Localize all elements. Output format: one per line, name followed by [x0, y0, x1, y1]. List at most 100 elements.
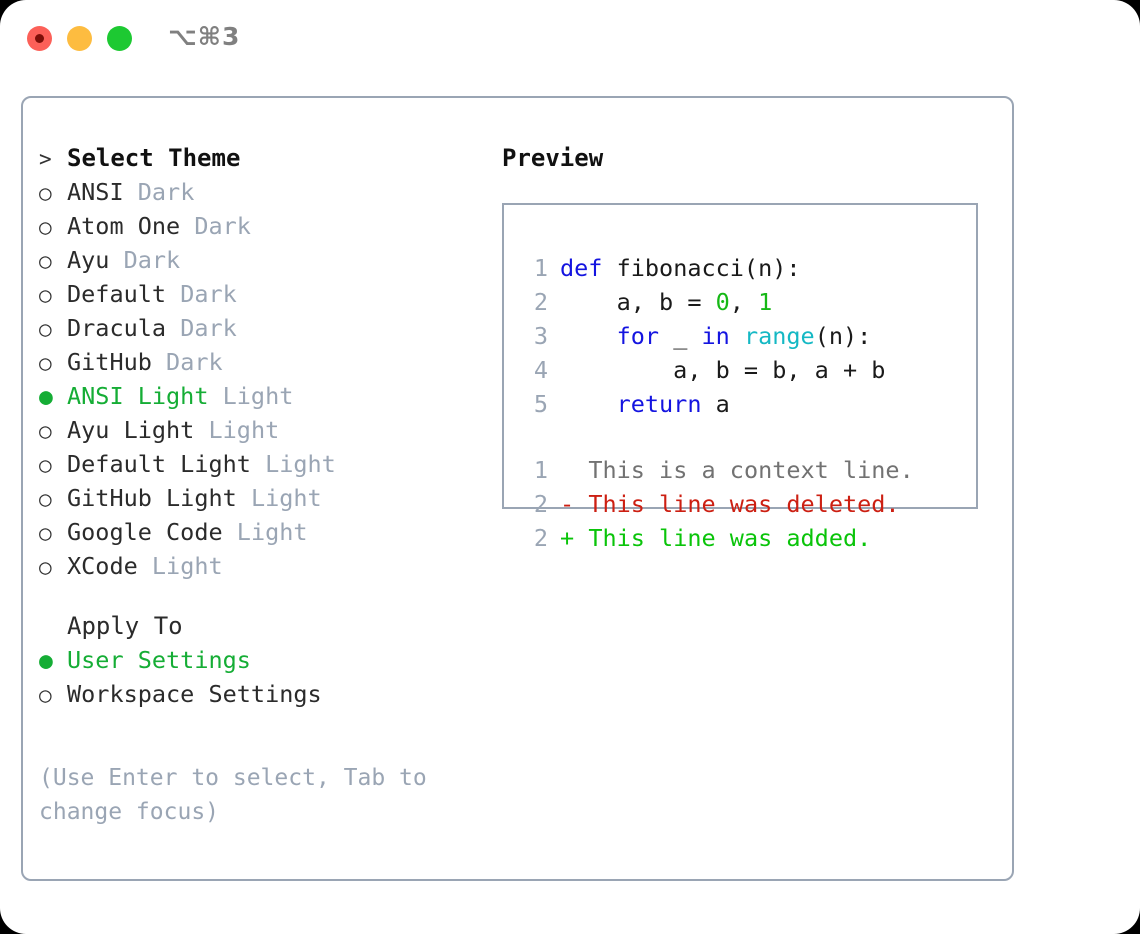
theme-name: Atom One — [67, 212, 181, 240]
code-line: 3 for _ in range(n): — [522, 319, 885, 353]
preview-box: 1 def fibonacci(n): 2 a, b = 0, 1 3 for _ i… — [502, 203, 978, 552]
theme-kind-badge: Dark — [194, 212, 251, 240]
page-title: Select Theme — [67, 144, 241, 172]
theme-kind-badge: Dark — [180, 314, 237, 342]
code-token: a, b = b, a + b — [560, 356, 886, 384]
theme-name: Dracula — [67, 314, 167, 342]
theme-list: ○ANSI Dark○Atom One Dark○Ayu Dark○Defaul… — [39, 175, 479, 583]
spacer — [166, 277, 180, 311]
theme-kind-badge: Light — [151, 552, 223, 580]
spacer — [138, 549, 152, 583]
theme-name: XCode — [67, 552, 138, 580]
radio-unselected-icon[interactable]: ○ — [39, 487, 52, 511]
spacer — [223, 515, 237, 549]
radio-unselected-icon[interactable]: ○ — [39, 283, 52, 307]
theme-list-item[interactable]: ○GitHub Light Light — [39, 481, 479, 515]
diff-line: 2- This line was deleted. — [522, 487, 914, 521]
theme-kind-badge: Light — [265, 450, 336, 478]
theme-name: GitHub Light — [67, 484, 237, 512]
code-token: for — [616, 322, 660, 350]
keyboard-hint-text: (Use Enter to select, Tab to change focu… — [39, 765, 427, 825]
code-token: 1 — [758, 288, 773, 316]
window-close-button[interactable] — [27, 26, 52, 51]
window-maximize-button[interactable] — [107, 26, 132, 51]
spacer — [124, 175, 138, 209]
diff-text: This line was added. — [588, 524, 872, 552]
code-token — [730, 322, 744, 350]
apply-to-option[interactable]: ●User Settings — [39, 643, 479, 677]
radio-unselected-icon[interactable]: ○ — [39, 215, 52, 239]
title-bar: ⌥⌘3 — [0, 0, 1140, 78]
code-token: def — [560, 254, 603, 282]
code-token: in — [701, 322, 730, 350]
recording-indicator-icon — [35, 34, 44, 43]
diff-sign — [560, 456, 574, 484]
radio-selected-icon[interactable]: ● — [39, 384, 53, 410]
preview-column: Preview — [502, 141, 992, 175]
line-number: 2 — [533, 524, 548, 552]
code-line: 5 return a — [522, 387, 885, 421]
apply-to-heading: Apply To — [67, 612, 183, 640]
spacer — [152, 345, 166, 379]
radio-unselected-icon[interactable]: ○ — [39, 683, 52, 707]
diff-sign: - — [560, 490, 575, 518]
code-token: , — [729, 288, 759, 316]
theme-list-item[interactable]: ○Ayu Dark — [39, 243, 479, 277]
theme-kind-badge: Dark — [166, 348, 223, 376]
radio-unselected-icon[interactable]: ○ — [39, 249, 52, 273]
theme-list-item[interactable]: ○ XCode Light — [39, 549, 479, 583]
theme-name: ANSI — [67, 178, 124, 206]
theme-list-item[interactable]: ○ Default Light Light — [39, 447, 479, 481]
window-minimize-button[interactable] — [67, 26, 92, 51]
theme-kind-badge: Light — [236, 518, 308, 546]
diff-sign: + — [560, 524, 575, 552]
code-token: (n): — [814, 322, 872, 350]
radio-unselected-icon[interactable]: ○ — [39, 419, 52, 443]
line-number: 1 — [533, 254, 548, 282]
diff-sample: 1 This is a context line.2- This line wa… — [522, 453, 914, 555]
theme-kind-badge: Dark — [123, 246, 181, 274]
main-panel: > Select Theme ○ANSI Dark○Atom One Dark○… — [21, 96, 1014, 881]
theme-list-item[interactable]: ○Default Dark — [39, 277, 479, 311]
code-line: 1 def fibonacci(n): — [522, 251, 885, 285]
theme-name: Default — [67, 280, 167, 308]
spacer — [166, 311, 180, 345]
theme-name: Google Code — [67, 518, 223, 546]
radio-unselected-icon[interactable]: ○ — [39, 521, 52, 545]
apply-to-option[interactable]: ○ Workspace Settings — [39, 677, 479, 711]
radio-unselected-icon[interactable]: ○ — [39, 181, 52, 205]
apply-to-list: ●User Settings ○ Workspace Settings — [39, 643, 479, 711]
theme-name: GitHub — [67, 348, 152, 376]
theme-name: Ayu Light — [67, 416, 195, 444]
code-token: fibonacci(n): — [602, 254, 801, 282]
spacer — [574, 456, 588, 484]
keyboard-shortcut-label: ⌥⌘3 — [168, 22, 241, 51]
code-token: range — [743, 322, 815, 350]
theme-list-item[interactable]: ●ANSI Light Light — [39, 379, 479, 413]
radio-selected-icon[interactable]: ● — [39, 648, 53, 674]
apply-to-label: Workspace Settings — [67, 680, 322, 708]
theme-list-item[interactable]: ○ Atom One Dark — [39, 209, 479, 243]
theme-name: Default Light — [67, 450, 251, 478]
theme-list-item[interactable]: ○Ayu Light Light — [39, 413, 479, 447]
radio-unselected-icon[interactable]: ○ — [39, 555, 52, 579]
radio-unselected-icon[interactable]: ○ — [39, 317, 52, 341]
spacer — [251, 447, 265, 481]
theme-list-item[interactable]: ○ Google Code Light — [39, 515, 479, 549]
diff-line: 1 This is a context line. — [522, 453, 914, 487]
theme-list-item[interactable]: ○ GitHub Dark — [39, 345, 479, 379]
line-number: 4 — [533, 356, 548, 384]
code-token: 0 — [715, 288, 730, 316]
radio-unselected-icon[interactable]: ○ — [39, 453, 52, 477]
theme-list-item[interactable]: ○ Dracula Dark — [39, 311, 479, 345]
code-line: 4 a, b = b, a + b — [522, 353, 886, 387]
spacer — [180, 209, 194, 243]
theme-list-item[interactable]: ○ANSI Dark — [39, 175, 479, 209]
radio-unselected-icon[interactable]: ○ — [39, 351, 52, 375]
code-token: return — [616, 390, 702, 418]
theme-picker-heading: > Select Theme — [39, 141, 479, 175]
spacer — [574, 490, 588, 518]
code-token: a, b = — [560, 288, 716, 316]
